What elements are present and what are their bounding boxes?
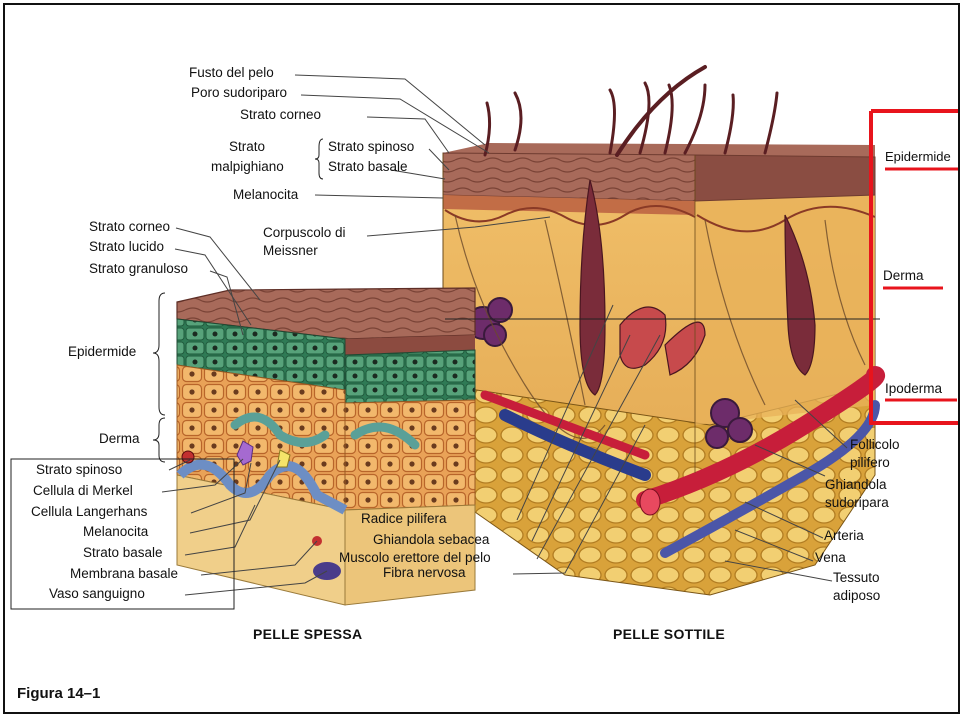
label-strato-lucido: Strato lucido (89, 239, 164, 255)
label-meissner: Meissner (263, 243, 318, 259)
figure-number: Figura 14–1 (17, 685, 100, 702)
label-strato-granuloso: Strato granuloso (89, 261, 188, 277)
label-radice-pilifera: Radice pilifera (361, 511, 447, 527)
label-cellula-di-merkel: Cellula di Merkel (33, 483, 133, 499)
thin-skin-block (443, 67, 876, 595)
label-sudoripara: sudoripara (825, 495, 889, 511)
label-membrana-basale: Membrana basale (70, 566, 178, 582)
label-epidermide-thick: Epidermide (68, 344, 136, 360)
label-derma-thick: Derma (99, 431, 140, 447)
label-follicolo: Follicolo (850, 437, 900, 453)
label-arteria: Arteria (824, 528, 864, 544)
label-fusto-del-pelo: Fusto del pelo (189, 65, 274, 81)
label-poro-sudoriparo: Poro sudoriparo (191, 85, 287, 101)
annotation-ipoderma: Ipoderma (885, 381, 942, 397)
label-pilifero: pilifero (850, 455, 890, 471)
label-melanocita-thin: Melanocita (233, 187, 298, 203)
annotation-derma: Derma (883, 268, 924, 284)
label-vena: Vena (815, 550, 846, 566)
label-strato-spinoso-thin: Strato spinoso (328, 139, 414, 155)
label-strato-basale-thin: Strato basale (328, 159, 408, 175)
figure-frame: Fusto del pelo Poro sudoriparo Strato co… (3, 3, 960, 714)
label-vaso-sanguigno: Vaso sanguigno (49, 586, 145, 602)
annotation-epidermide: Epidermide (885, 149, 951, 165)
label-strato-spinoso-thick: Strato spinoso (36, 462, 122, 478)
skin-diagram-art (5, 5, 960, 714)
caption-pelle-spessa: PELLE SPESSA (253, 626, 362, 642)
label-strato-corneo-thick: Strato corneo (89, 219, 170, 235)
label-strato-basale-thick: Strato basale (83, 545, 163, 561)
label-malpighiano: malpighiano (211, 159, 284, 175)
label-strato-corneo-thin: Strato corneo (240, 107, 321, 123)
label-muscolo-erettore: Muscolo erettore del pelo (339, 550, 491, 566)
label-cellula-langerhans: Cellula Langerhans (31, 504, 147, 520)
label-corpuscolo-di: Corpuscolo di (263, 225, 346, 241)
caption-pelle-sottile: PELLE SOTTILE (613, 626, 725, 642)
label-fibra-nervosa: Fibra nervosa (383, 565, 466, 581)
label-ghiandola-sebacea: Ghiandola sebacea (373, 532, 489, 548)
label-strato: Strato (229, 139, 265, 155)
label-ghiandola: Ghiandola (825, 477, 887, 493)
label-melanocita-thick: Melanocita (83, 524, 148, 540)
label-adiposo: adiposo (833, 588, 880, 604)
label-tessuto: Tessuto (833, 570, 880, 586)
